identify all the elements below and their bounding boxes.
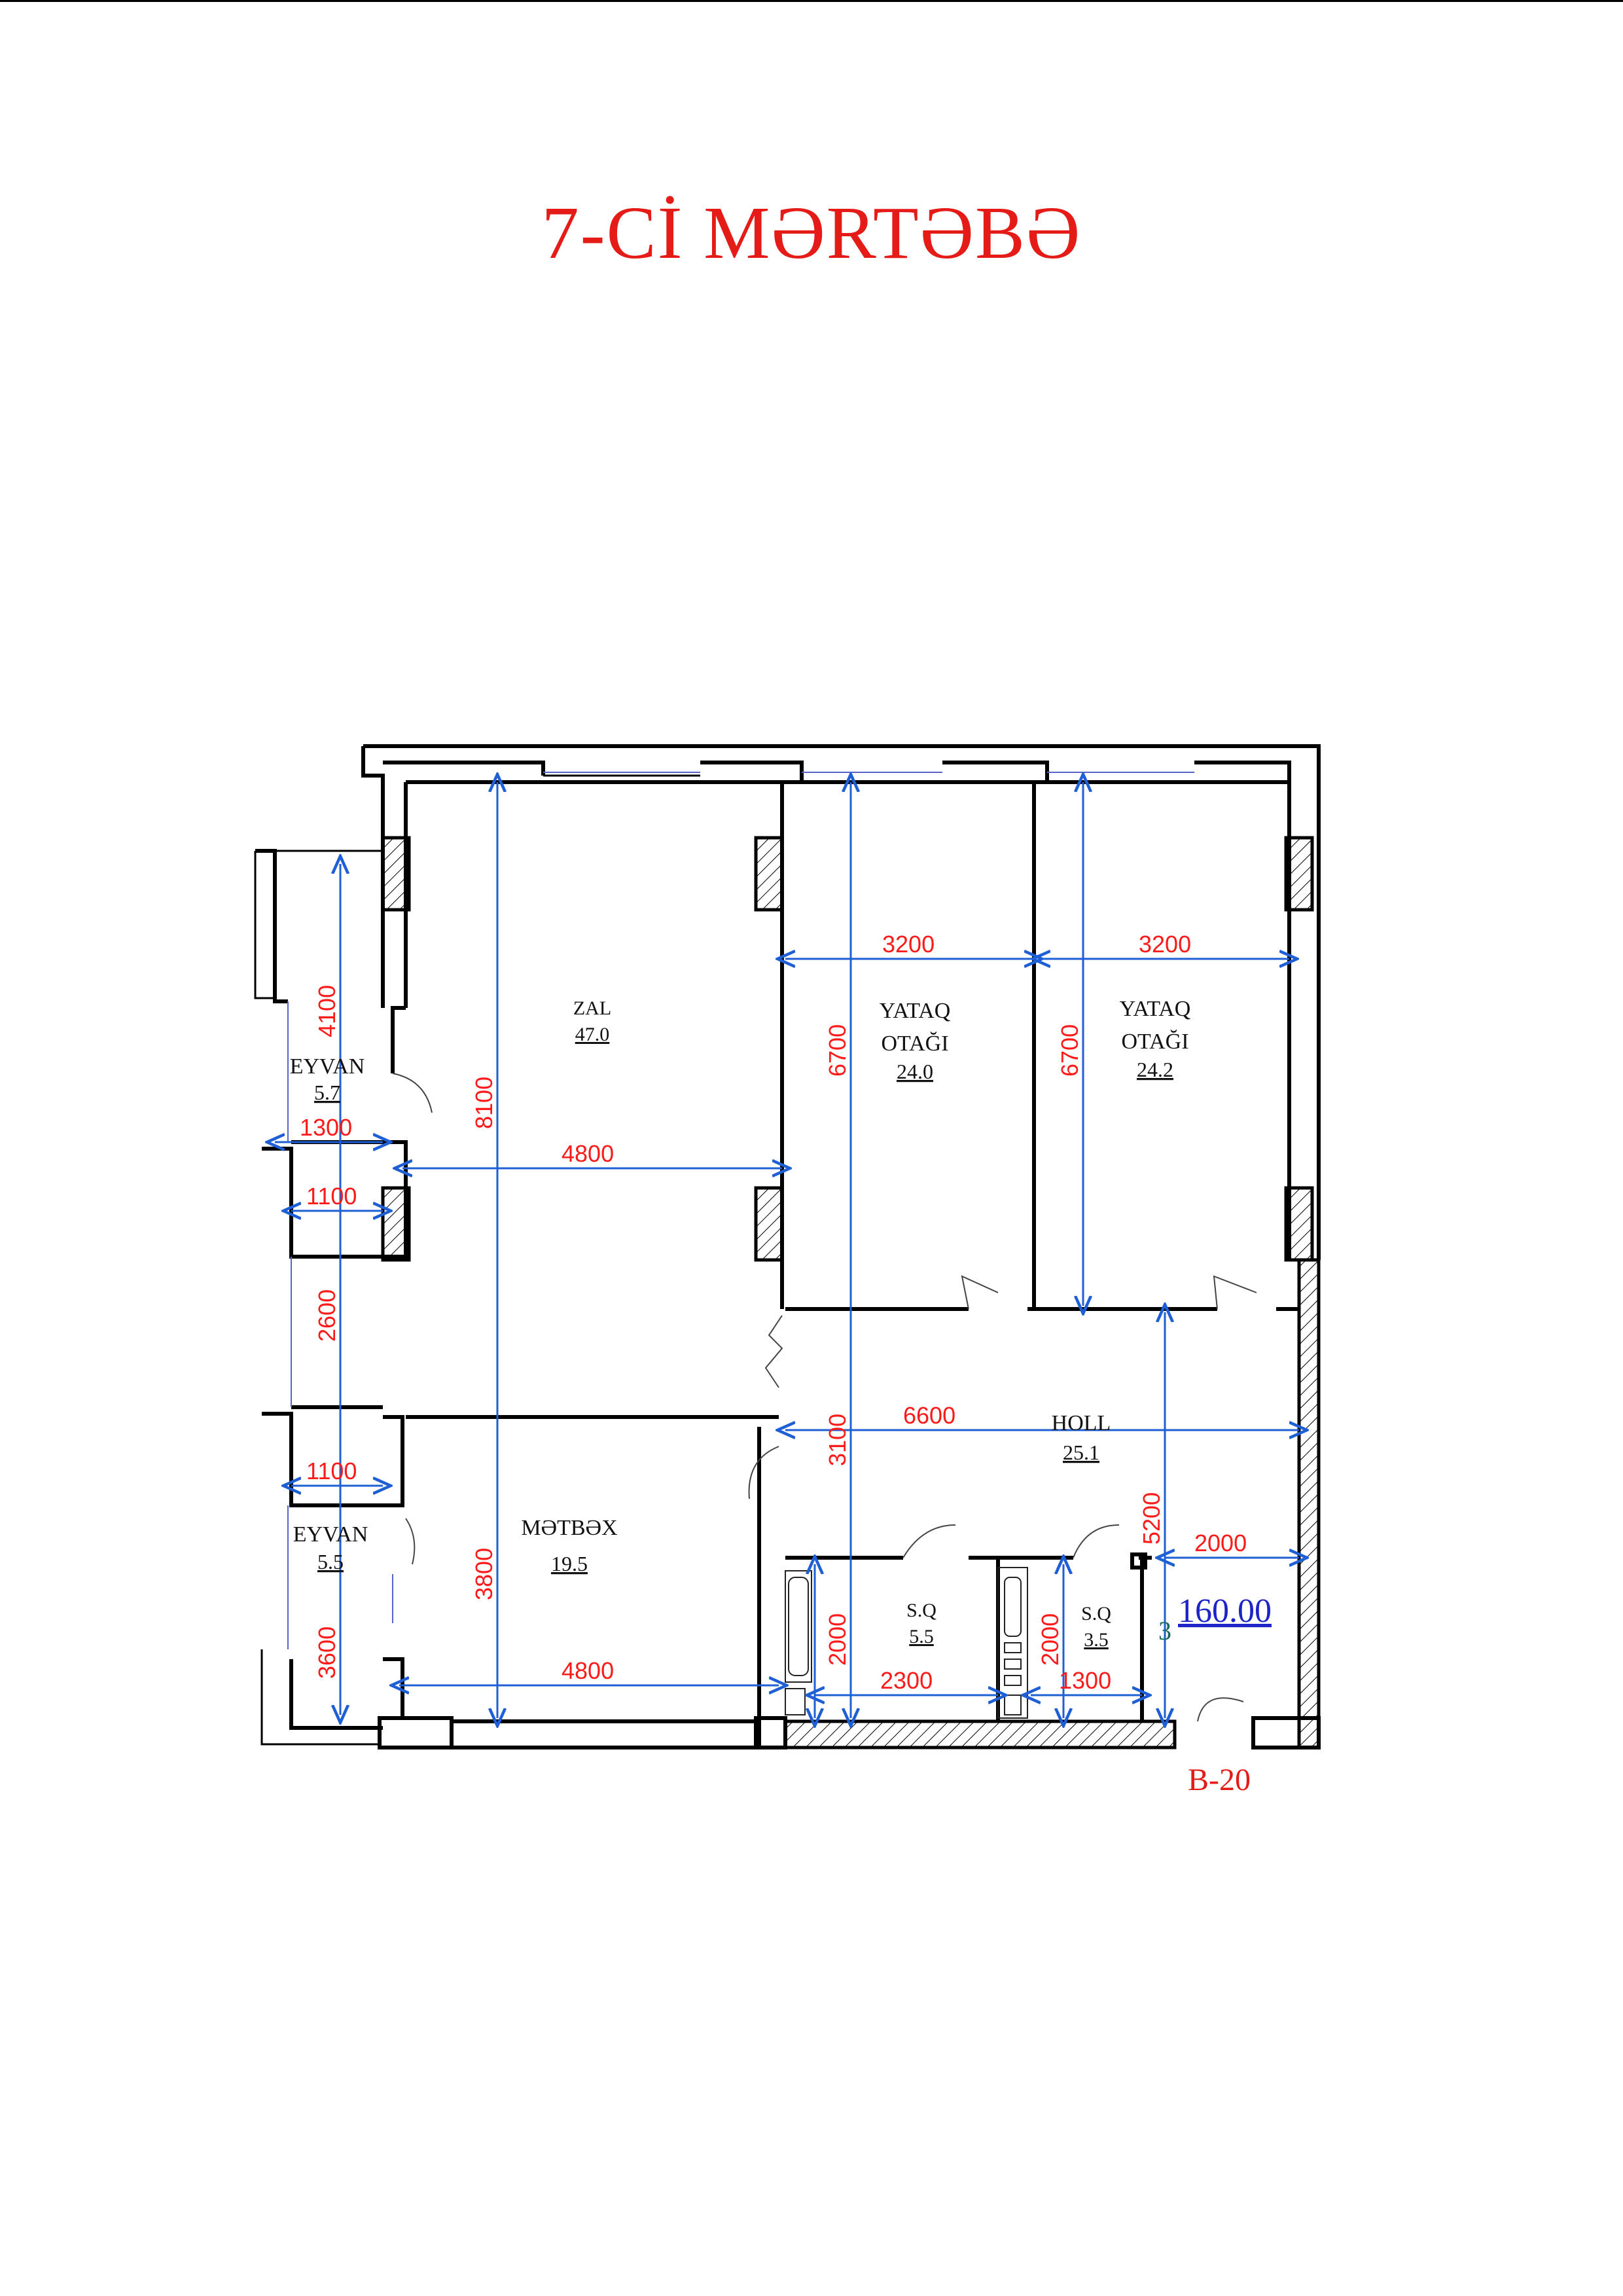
room-name-metbex: MƏTBƏX (521, 1516, 617, 1540)
exterior-walls (361, 744, 1321, 1749)
room-area-zal: 47.0 (575, 1024, 610, 1045)
dim-6700-yataq1: 6700 (824, 1024, 851, 1077)
room-name-eyvan2: EYVAN (293, 1522, 368, 1547)
room-name-eyvan1: EYVAN (290, 1054, 365, 1079)
dim-8100: 8100 (471, 1077, 497, 1129)
dim-1300-sq2: 1300 (1059, 1667, 1111, 1694)
dim-6600: 6600 (903, 1402, 955, 1429)
dim-2600: 2600 (313, 1289, 340, 1342)
dim-2300: 2300 (880, 1667, 933, 1694)
dim-1100-bottom: 1100 (306, 1458, 357, 1484)
dim-3800: 3800 (471, 1548, 497, 1600)
page-title: 7-Cİ MƏRTƏBƏ (541, 191, 1082, 274)
dim-4800-zal: 4800 (562, 1140, 614, 1167)
room-area-eyvan2: 5.5 (317, 1550, 344, 1573)
room-name-yataq2-line1: YATAQ (1120, 997, 1191, 1021)
room-area-yataq1: 24.0 (897, 1060, 933, 1083)
dim-2000-sq1: 2000 (824, 1613, 851, 1666)
room-name-sq2: S.Q (1081, 1603, 1111, 1624)
dim-1300-eyvan: 1300 (300, 1114, 352, 1141)
dim-3200-yataq2: 3200 (1139, 931, 1191, 958)
dim-3200-yataq1: 3200 (882, 931, 935, 958)
dim-4100: 4100 (313, 985, 340, 1037)
dim-3100: 3100 (824, 1414, 851, 1466)
unit-total-area: 160.00 (1178, 1592, 1272, 1630)
dim-4800-metbex: 4800 (562, 1657, 614, 1684)
dim-3600: 3600 (313, 1626, 340, 1679)
interior-walls (406, 782, 1299, 1721)
dim-1100-top: 1100 (306, 1183, 357, 1210)
doors (392, 1073, 1257, 1722)
room-name-sq1: S.Q (906, 1600, 936, 1621)
room-area-sq1: 5.5 (909, 1626, 934, 1647)
room-name-yataq1-line1: YATAQ (880, 999, 951, 1023)
room-name-yataq2-line2: OTAĞI (1121, 1030, 1188, 1054)
room-area-metbex: 19.5 (551, 1552, 588, 1575)
room-area-yataq2: 24.2 (1137, 1058, 1173, 1081)
top-border-line (0, 0, 1623, 2)
dim-6700-yataq2: 6700 (1056, 1024, 1083, 1077)
room-area-sq2: 3.5 (1084, 1629, 1109, 1651)
room-area-holl: 25.1 (1063, 1441, 1099, 1464)
dim-5200: 5200 (1138, 1492, 1165, 1545)
unit-number: 3 (1158, 1616, 1171, 1645)
block-label: B-20 (1188, 1763, 1251, 1797)
dimension-lines (275, 782, 1299, 1718)
room-area-eyvan1: 5.7 (314, 1081, 340, 1104)
room-name-holl: HOLL (1052, 1411, 1111, 1435)
dim-2000-hall: 2000 (1194, 1530, 1247, 1556)
dim-2000-sq2: 2000 (1037, 1613, 1063, 1666)
room-name-yataq1-line2: OTAĞI (881, 1031, 948, 1056)
room-name-zal: ZAL (573, 997, 611, 1019)
